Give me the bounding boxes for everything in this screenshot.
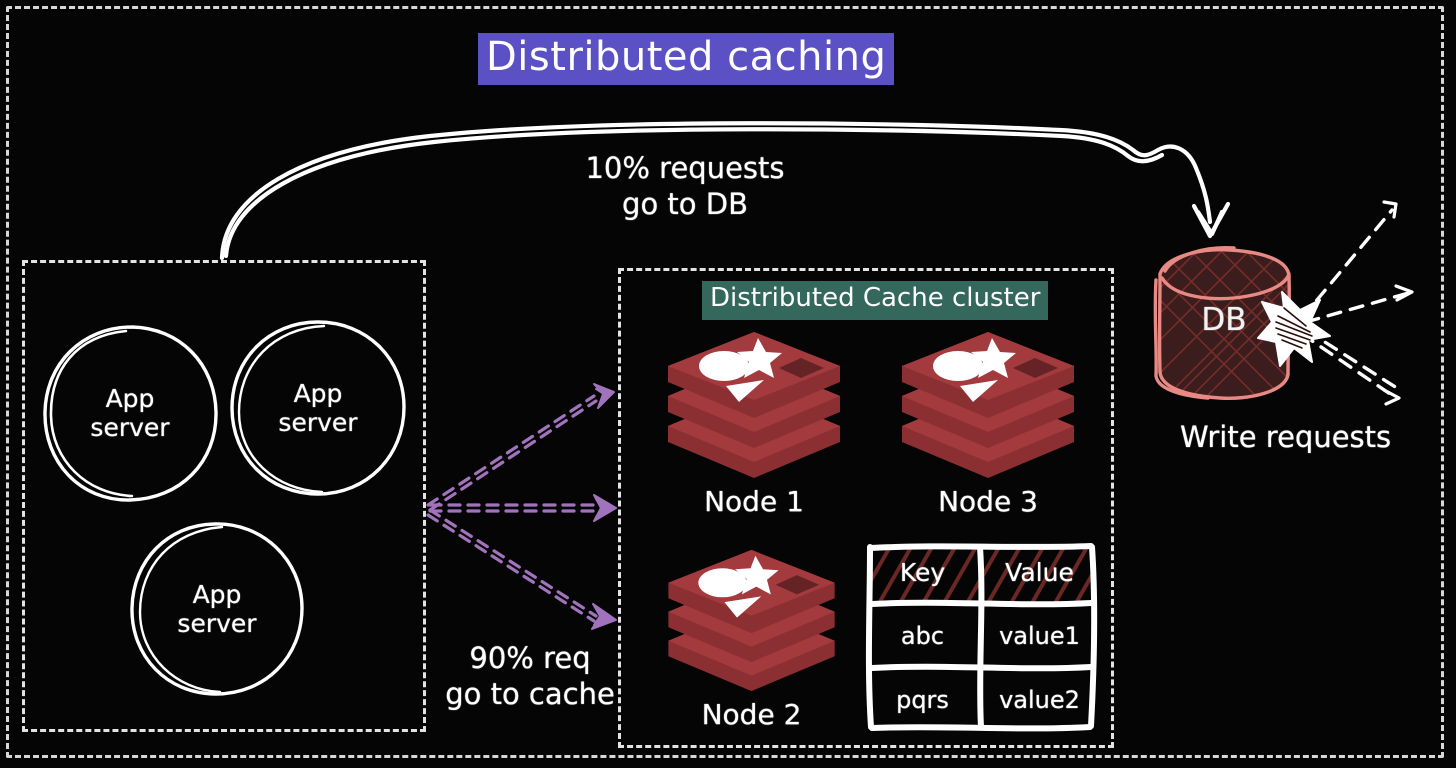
database-cylinder: DB xyxy=(1144,244,1304,404)
table-row: value1 xyxy=(999,622,1080,650)
table-sketch-border-icon xyxy=(865,543,1098,732)
app-server-2: App server xyxy=(228,318,408,498)
app-server-1: App server xyxy=(40,322,220,504)
redis-stack-icon xyxy=(668,332,840,478)
table-row: value2 xyxy=(999,686,1080,714)
redis-stack-icon xyxy=(668,549,835,692)
app-server-group-box xyxy=(22,260,426,732)
app-server-3: App server xyxy=(128,520,306,698)
page-title: Distributed caching xyxy=(478,33,895,85)
write-requests-label: Write requests xyxy=(1180,420,1392,454)
cache-node-3-label: Node 3 xyxy=(938,485,1038,518)
app-server-3-label: App server xyxy=(177,579,257,639)
database-icon xyxy=(1153,246,1291,400)
page-title-wrapper: Distributed caching xyxy=(478,33,895,85)
cache-node-1: Node 1 xyxy=(664,330,844,518)
hand-drawn-circle-icon xyxy=(43,325,218,502)
table-row: abc xyxy=(900,622,945,650)
cache-cluster-caption: Distributed Cache cluster xyxy=(702,281,1049,320)
table-row: pqrs xyxy=(896,686,949,714)
cache-cluster-group-box xyxy=(618,268,1114,748)
cache-node-3: Node 3 xyxy=(898,330,1078,518)
ninety-percent-to-cache-note: 90% req go to cache xyxy=(445,641,615,712)
outer-dashed-frame xyxy=(6,6,1444,758)
cache-node-1-label: Node 1 xyxy=(704,485,804,518)
hand-drawn-circle-icon xyxy=(130,522,304,696)
key-value-table: Key Value abc value1 pqrs value2 xyxy=(864,540,1098,732)
table-header-key: Key xyxy=(899,557,946,587)
hand-drawn-circle-icon xyxy=(230,320,406,496)
database-label: DB xyxy=(1201,302,1247,338)
cache-node-2-label: Node 2 xyxy=(701,698,802,731)
table-header-value: Value xyxy=(1005,557,1074,587)
app-server-2-label: App server xyxy=(278,378,358,438)
redis-stack-icon xyxy=(902,332,1074,478)
ten-percent-to-db-note: 10% requests go to DB xyxy=(585,151,785,222)
cache-node-2: Node 2 xyxy=(664,548,839,731)
app-server-1-label: App server xyxy=(90,383,170,443)
